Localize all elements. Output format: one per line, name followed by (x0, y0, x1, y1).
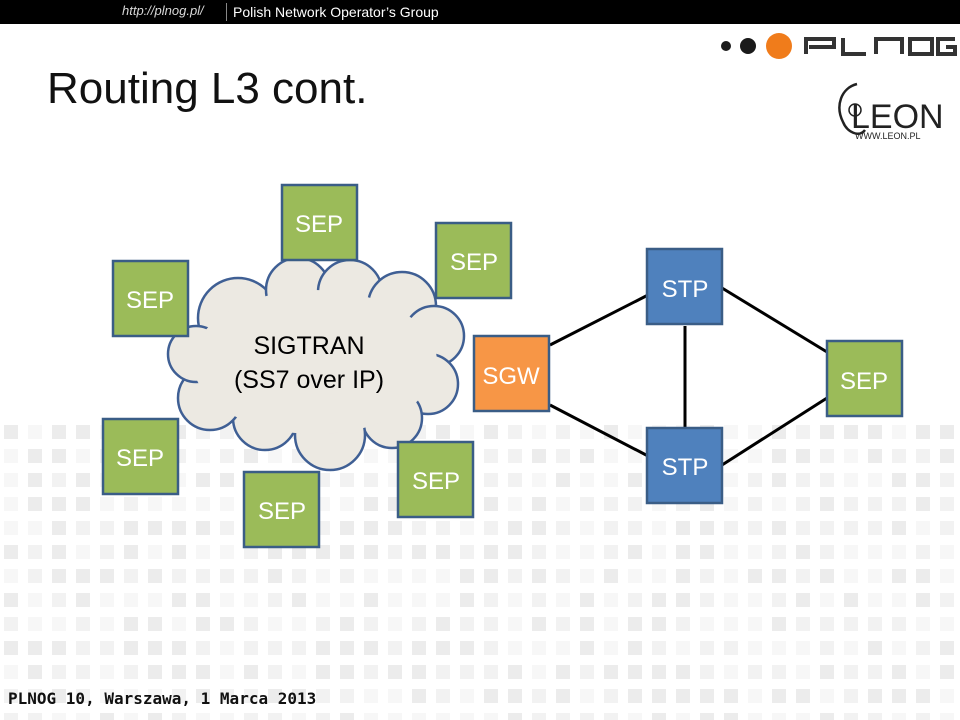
sep-node-label: SEP (116, 445, 164, 472)
sep-node-bottom-left: SEP (101, 417, 180, 496)
sep-node-top-right: SEP (434, 221, 513, 300)
link-stp-bottom-sep (721, 396, 828, 467)
sgw-node: SGW (472, 334, 551, 413)
slide-title: Routing L3 cont. (47, 64, 368, 113)
sep-node-bottom-center: SEP (396, 440, 475, 519)
link-stp-top-sep (721, 286, 828, 354)
sep-node-top: SEP (280, 183, 359, 262)
link-sgw-stp-top (549, 293, 649, 347)
sep-node-label: SEP (126, 287, 174, 314)
sep-node-label: SEP (450, 249, 498, 276)
sigtran-cloud: SIGTRAN (SS7 over IP) (166, 256, 466, 472)
sep-node-label: SEP (295, 211, 343, 238)
sep-node-label: SEP (840, 368, 888, 395)
sgw-node-label: SGW (482, 363, 540, 390)
stp-node-label: STP (662, 454, 709, 481)
link-sgw-stp-bottom (549, 403, 649, 458)
stp-node-label: STP (662, 276, 709, 303)
plnog-url[interactable]: http://plnog.pl/ (122, 3, 204, 18)
network-links (549, 286, 828, 467)
cloud-title: SIGTRAN (253, 332, 364, 360)
slide-footer: PLNOG 10, Warszawa, 1 Marca 2013 (8, 689, 317, 708)
cloud-subtitle: (SS7 over IP) (234, 366, 384, 394)
stp-node-top: STP (645, 247, 724, 326)
stp-node-bottom: STP (645, 426, 724, 505)
leon-logo-url: WWW.LEON.PL (855, 131, 921, 141)
sep-node-left: SEP (111, 259, 190, 338)
leon-logo-text: LEON (851, 98, 944, 136)
banner-divider (226, 3, 227, 21)
plnog-logo (721, 33, 957, 59)
sep-node-label: SEP (258, 498, 306, 525)
leon-logo: LEON WWW.LEON.PL (838, 82, 944, 141)
top-banner: http://plnog.pl/ Polish Network Operator… (0, 0, 960, 24)
sep-node-bottom: SEP (242, 470, 321, 549)
organization-name: Polish Network Operator’s Group (233, 4, 439, 20)
sep-node-right: SEP (825, 339, 904, 418)
sep-node-label: SEP (412, 468, 460, 495)
